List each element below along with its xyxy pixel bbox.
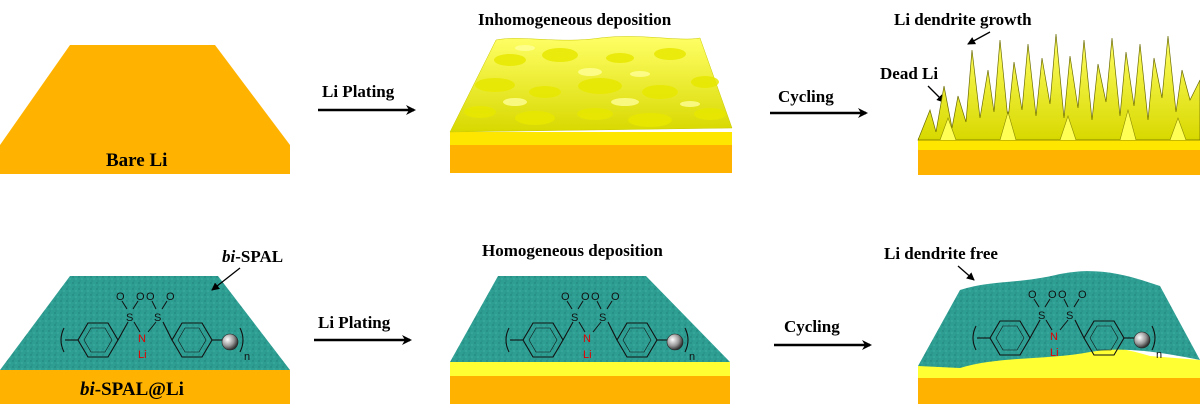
bare-li-label: Bare Li [106,150,167,171]
bottom-cycling-label: Cycling [784,317,840,336]
top-cycling-label: Cycling [778,87,834,106]
dendrite-growth-label: Li dendrite growth [894,10,1032,29]
bottom-plating-label: Li Plating [318,313,391,332]
homogeneous-title: Homogeneous deposition [482,241,663,260]
inhomogeneous-title: Inhomogeneous deposition [478,10,672,29]
dendrite-free-pointer [957,265,975,281]
dendrite-free-deposit [918,271,1200,404]
bare-li-slab [0,45,290,174]
inhomogeneous-deposit [449,36,733,173]
bi-spal-label: bi-SPAL [222,247,283,266]
coated-li-slab [0,276,290,404]
dead-li-label: Dead Li [880,64,938,83]
coated-li-label: bi-SPAL@Li [80,379,184,400]
top-plating-label: Li Plating [322,82,395,101]
dendrite-pointer [967,31,991,45]
dendrite-deposit [917,33,1200,175]
dendrite-free-label: Li dendrite free [884,244,998,263]
bi-spal-pointer [211,267,241,291]
